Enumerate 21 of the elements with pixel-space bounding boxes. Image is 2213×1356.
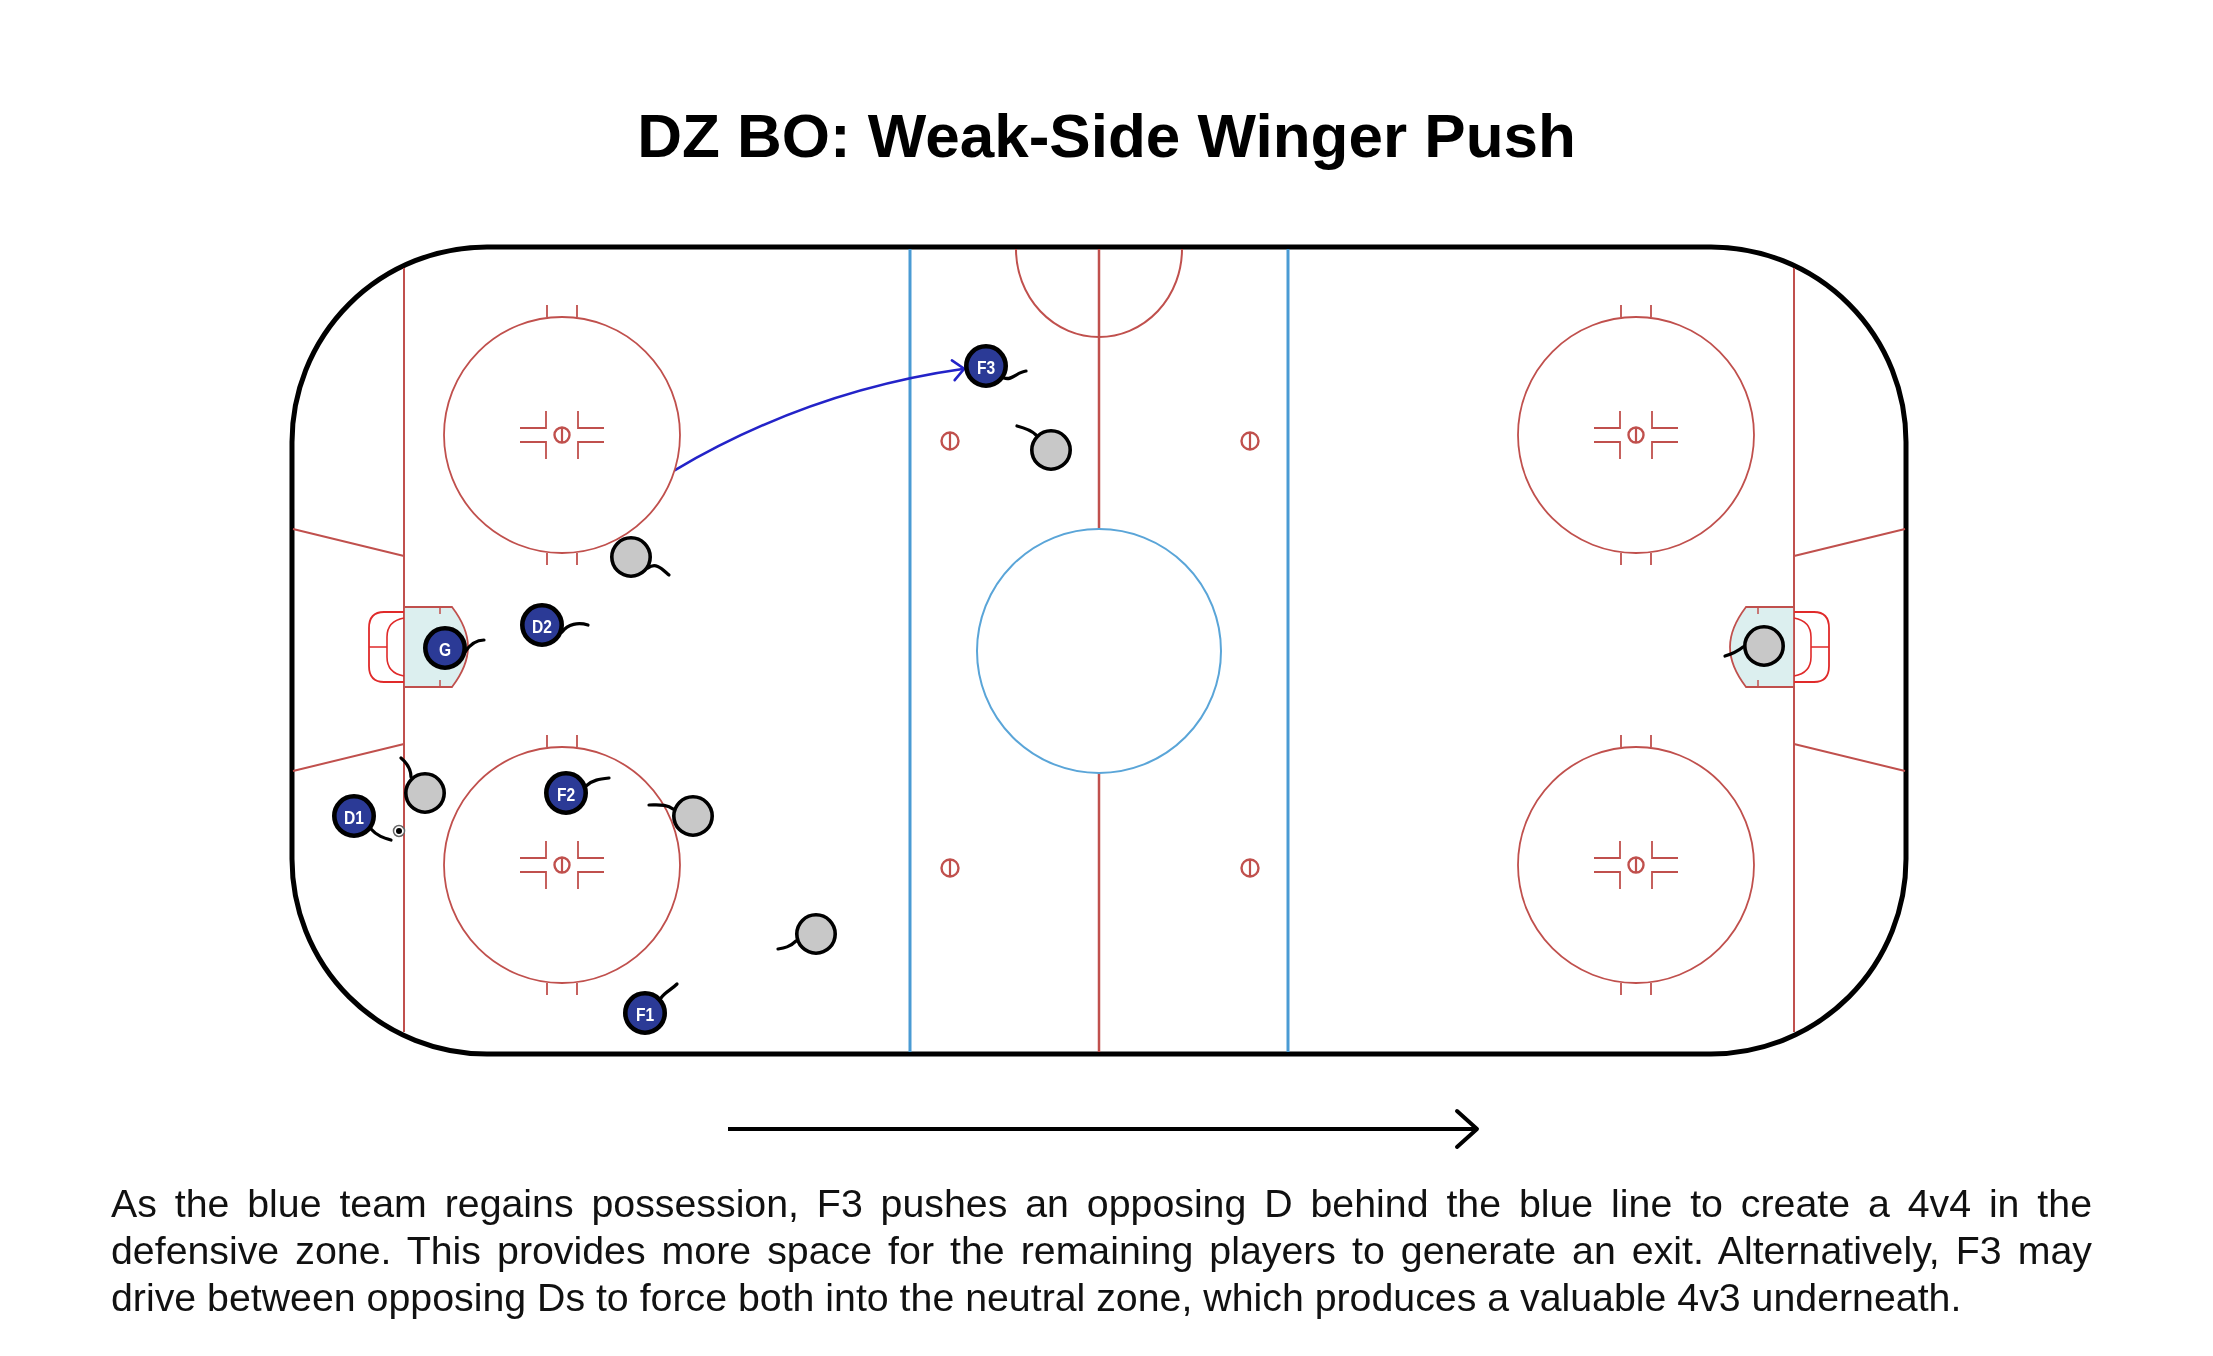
player-label: F3 [976,357,996,377]
opponent-marker [1722,622,1788,670]
diagram-title: DZ BO: Weak-Side Winger Push [637,100,1576,172]
opponent-marker [607,533,672,581]
player-marker [420,623,487,673]
player-marker [517,600,591,650]
opponent-marker [775,910,840,958]
player-marker [329,791,394,843]
player-marker [620,981,680,1038]
player-label: D2 [532,616,552,636]
player-label: G [438,639,452,659]
player-marker [961,341,1029,391]
opponent-marker [398,755,449,817]
opponent-marker [1014,423,1075,474]
player-label: D1 [344,807,364,827]
opponent-marker [646,792,717,840]
skating-arrow [673,359,966,472]
player-marker [541,768,612,818]
caption-text: As the blue team regains possession, F3 pushes an opposing D behind the blue line to create a 4v4 in the defensive zone. This provides more space for the remaining players to generate an exit. Alternatively, F3 may drive between opposing Ds to force both into the neutral zone, which produces a valuable 4v3 underneath. [111,1180,2092,1321]
player-label: F2 [556,784,576,804]
player-label: F1 [635,1004,655,1024]
